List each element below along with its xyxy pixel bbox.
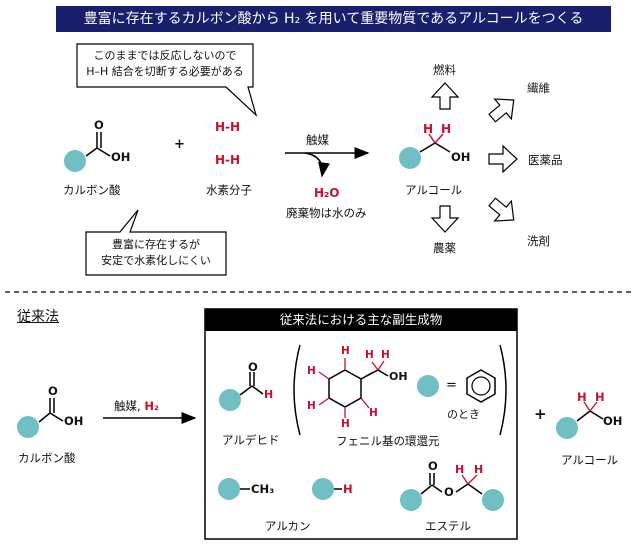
atom-o: O — [248, 360, 258, 374]
phenyl-reduction-label: フェニル基の環還元 — [336, 434, 440, 448]
r-group-blob — [482, 489, 504, 511]
r-group-blob — [64, 150, 86, 172]
catalyst-text: 触媒, — [114, 399, 141, 413]
atom-o: O — [444, 485, 454, 499]
callout2-line2: 安定で水素化しにくい — [101, 254, 211, 267]
section-title: 従来法 — [17, 309, 59, 325]
hh-molecule-1: H-H — [215, 120, 241, 134]
water-label: H₂O — [314, 186, 340, 200]
note-when: のとき — [447, 408, 480, 421]
alkane-label: アルカン — [265, 519, 311, 533]
equals-sign: = — [446, 378, 457, 393]
aldehyde-label: アルデヒド — [222, 433, 280, 447]
product-pesticide: 農薬 — [433, 241, 456, 255]
atom-h: H — [455, 463, 465, 476]
atom-h: H — [343, 482, 353, 496]
atom-h: H — [369, 407, 378, 419]
callout1-line2: H–H 結合を切断する必要がある — [86, 65, 244, 78]
conditions-label: 触媒, H₂ — [114, 398, 159, 414]
r-group-blob — [17, 416, 39, 438]
byproducts-title: 従来法における主な副生成物 — [205, 309, 517, 331]
atom-h: H — [595, 390, 605, 404]
atom-h: H — [341, 418, 350, 430]
atom-oh: OH — [389, 370, 408, 383]
r-group-blob — [219, 389, 241, 411]
carboxylic-acid-label: カルボン酸 — [18, 451, 76, 465]
r-group-blob — [399, 147, 421, 169]
plus-sign: + — [174, 137, 185, 152]
r-group-blob — [312, 478, 334, 500]
r-group-blob — [417, 375, 439, 397]
callout-bubble-2 — [85, 209, 227, 276]
hydrogen-label: 水素分子 — [206, 183, 252, 197]
callout2-line1: 豊富に存在するが — [112, 238, 200, 251]
atom-ch3: CH₃ — [251, 482, 275, 496]
atom-o: O — [48, 384, 58, 398]
benzene-ring — [466, 369, 496, 403]
product-detergent: 洗剤 — [527, 234, 550, 248]
h2-text: H₂ — [144, 399, 159, 413]
page-title: 豊富に存在するカルボン酸から H₂ を用いて重要物質であるアルコールをつくる — [56, 6, 611, 32]
atom-oh: OH — [111, 150, 131, 164]
callout1-line1: このままでは反応しないので — [93, 49, 237, 62]
carboxylic-acid-label: カルボン酸 — [63, 183, 121, 197]
atom-h: H — [365, 349, 374, 361]
product-fuel: 燃料 — [433, 63, 456, 77]
r-group-blob — [556, 417, 578, 439]
catalyst-label: 触媒 — [306, 133, 329, 147]
arrow-up-icon — [430, 82, 460, 110]
alcohol-label: アルコール — [561, 453, 619, 467]
r-group-blob — [400, 489, 422, 511]
arrow-upright-icon — [488, 98, 515, 123]
alcohol-label: アルコール — [405, 183, 463, 197]
cyclohexane-ring — [328, 369, 362, 408]
ester-label: エステル — [425, 519, 471, 533]
plus-sign: + — [534, 405, 547, 423]
atom-h: H — [307, 365, 316, 377]
r-group-blob — [218, 478, 240, 500]
atom-h: H — [381, 349, 390, 361]
atom-h: H — [441, 122, 452, 136]
callout-bubble-1 — [76, 43, 258, 117]
atom-h: H — [341, 345, 350, 357]
atom-oh: OH — [64, 414, 84, 428]
atom-h: H — [423, 122, 434, 136]
atom-o: O — [94, 118, 104, 132]
arrow-down-icon — [430, 205, 460, 233]
atom-h: H — [474, 463, 484, 476]
product-medicine: 医薬品 — [528, 153, 563, 167]
atom-oh: OH — [603, 414, 623, 428]
arrow-downright-icon — [488, 197, 515, 222]
atom-o: O — [428, 459, 438, 473]
atom-oh: OH — [451, 150, 471, 164]
product-fiber: 繊維 — [527, 81, 550, 95]
byproducts-box — [204, 308, 518, 540]
atom-h: H — [307, 400, 316, 412]
hh-molecule-2: H-H — [215, 153, 241, 167]
arrow-right-icon — [488, 144, 518, 174]
atom-h: H — [264, 388, 274, 401]
atom-h: H — [577, 390, 587, 404]
waste-label: 廃棄物は水のみ — [286, 206, 367, 220]
